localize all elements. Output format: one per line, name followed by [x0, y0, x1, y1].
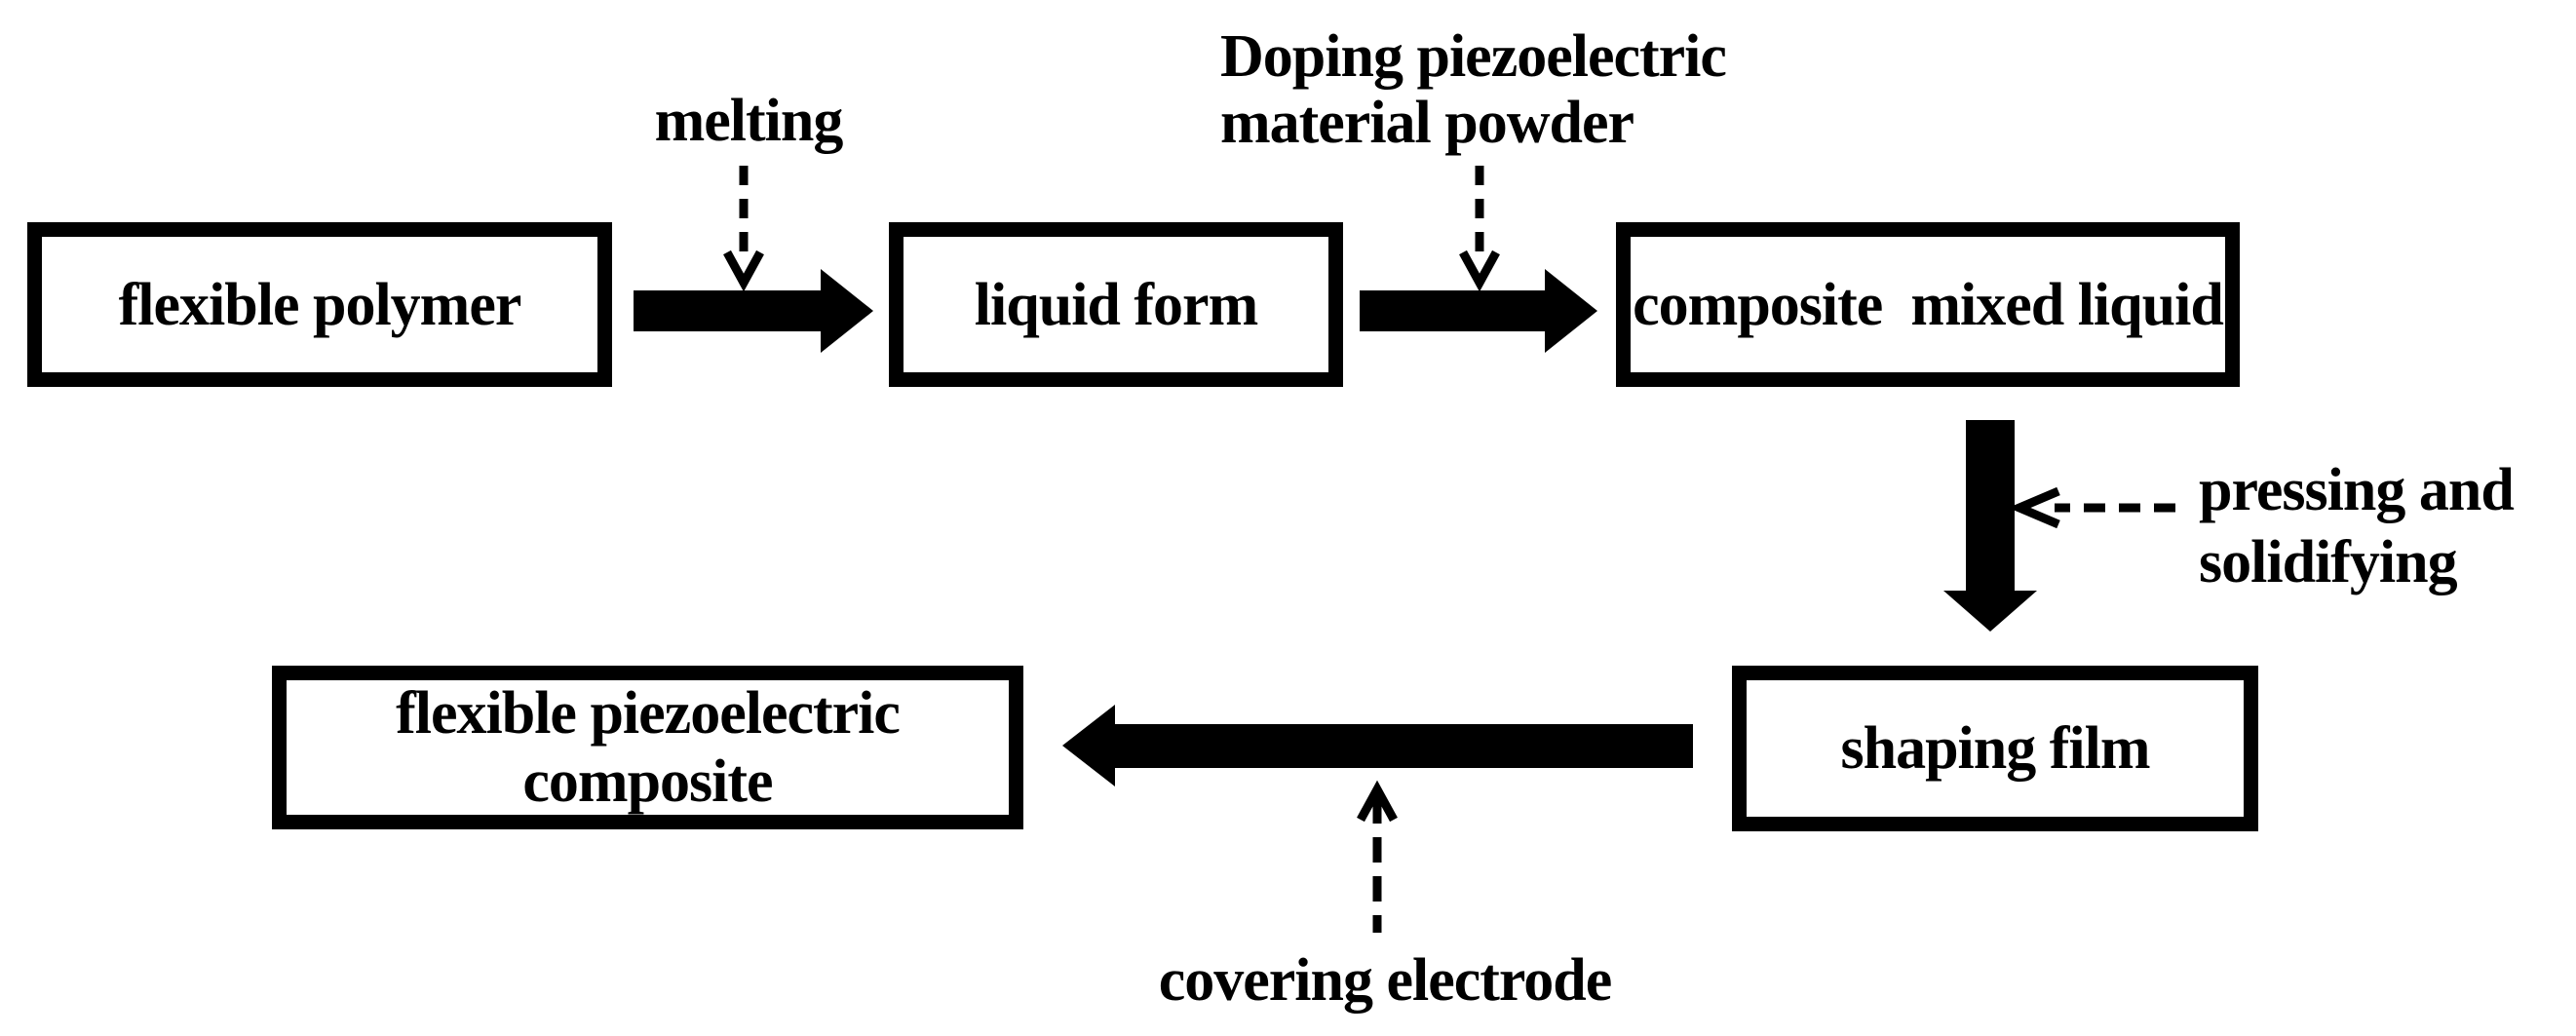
node-flexible-polymer-label: flexible polymer	[118, 271, 522, 338]
node-shaping-film: shaping film	[1732, 666, 2258, 831]
dashed-arrow-up-covering-icon	[1357, 780, 1398, 933]
node-liquid-form: liquid form	[889, 222, 1343, 387]
dashed-arrow-left-pressing-icon	[2008, 486, 2175, 529]
dashed-arrow-down-doping-icon	[1459, 166, 1500, 292]
annotation-pressing-solidifying: pressing and solidifying	[2199, 457, 2515, 595]
annotation-melting: melting	[654, 88, 844, 154]
annotation-covering-electrode: covering electrode	[1158, 947, 1613, 1014]
node-shaping-film-label: shaping film	[1840, 715, 2150, 782]
node-flexible-piezoelectric-composite-label: flexible piezoelectric composite	[396, 680, 901, 815]
node-composite-mixed-liquid-label: composite mixed liquid	[1633, 271, 2224, 338]
node-flexible-polymer: flexible polymer	[27, 222, 612, 387]
node-composite-mixed-liquid: composite mixed liquid	[1616, 222, 2240, 387]
annotation-doping: Doping piezoelectric material powder	[1220, 23, 1727, 156]
dashed-arrow-down-melting-icon	[723, 166, 764, 292]
node-flexible-piezoelectric-composite: flexible piezoelectric composite	[272, 666, 1023, 829]
node-liquid-form-label: liquid form	[974, 271, 1258, 338]
